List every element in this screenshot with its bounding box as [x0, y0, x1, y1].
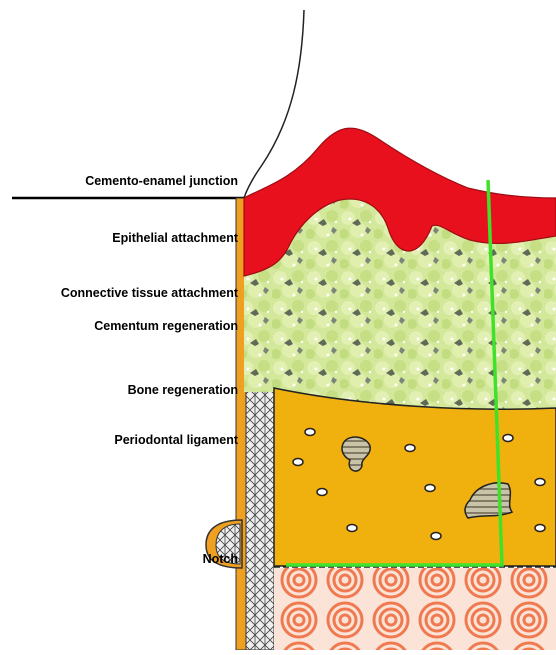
label-connective-tissue-attachment: Connective tissue attachment [61, 286, 238, 300]
label-periodontal-ligament: Periodontal ligament [114, 433, 238, 447]
label-notch: Notch [203, 552, 238, 566]
label-bone-regeneration: Bone regeneration [128, 383, 238, 397]
label-epithelial-attachment: Epithelial attachment [112, 231, 238, 245]
bone-region [274, 388, 556, 566]
label-cementum-regeneration: Cementum regeneration [94, 319, 238, 333]
cementum-strip [246, 382, 274, 650]
label-cemento-enamel-junction: Cemento-enamel junction [85, 174, 238, 188]
marrow-region [274, 568, 556, 650]
